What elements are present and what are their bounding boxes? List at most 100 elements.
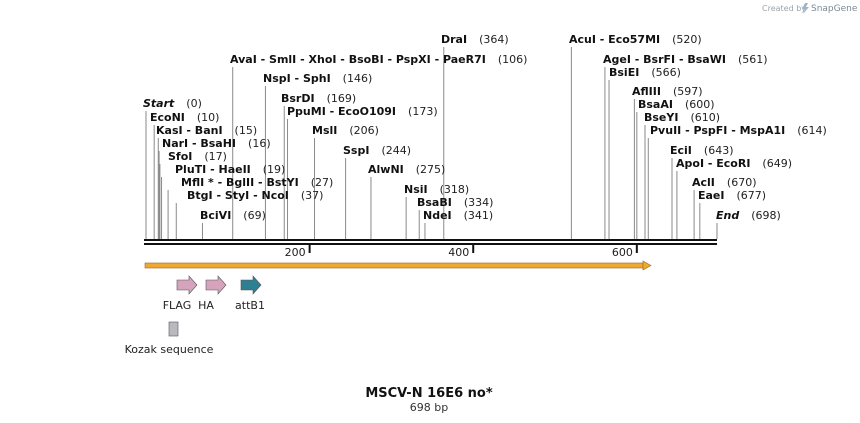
cut-site-position: (318)	[440, 183, 470, 196]
feature-flag[interactable]: FLAG	[163, 275, 198, 312]
map-length: 698 bp	[410, 401, 448, 414]
map-title: MSCV-N 16E6 no*	[365, 386, 492, 401]
cut-site-name: End	[716, 209, 739, 222]
feature-kozak-sequence[interactable]: Kozak sequence	[125, 321, 214, 356]
cut-site-position: (173)	[408, 105, 438, 118]
cut-site[interactable]: MslI (206)	[312, 124, 379, 137]
feature-arrow-icon	[205, 275, 227, 295]
cut-site[interactable]: KasI - BanI (15)	[156, 124, 257, 137]
cut-site-name: AflIII	[632, 85, 661, 98]
feature-arrow-icon	[176, 275, 198, 295]
credit: Created by SnapGene	[762, 3, 858, 14]
cut-site[interactable]: NspI - SphI (146)	[263, 72, 372, 85]
cut-site-name: EciI	[670, 144, 692, 157]
cut-site-position: (146)	[343, 72, 373, 85]
cut-site-position: (16)	[248, 137, 271, 150]
cut-site-position: (10)	[197, 111, 220, 124]
cut-site-name: BsaBI	[417, 196, 452, 209]
cut-site[interactable]: AgeI - BsrFI - BsaWI(561)	[603, 53, 768, 66]
feature-label: attB1	[235, 299, 265, 312]
cut-site[interactable]: BciVI (69)	[200, 209, 266, 222]
cut-site[interactable]: BsrDI (169)	[281, 92, 356, 105]
cut-site-position: (334)	[464, 196, 494, 209]
cut-site-position: (37)	[301, 189, 324, 202]
cut-site[interactable]: PpuMI - EcoO109I(173)	[287, 105, 438, 118]
cut-site-position: (677)	[737, 189, 767, 202]
orf-arrowhead	[642, 260, 652, 271]
cut-site-name: PvuII - PspFI - MspA1I	[650, 124, 785, 137]
cut-site-position: (561)	[738, 53, 768, 66]
cut-site-position: (610)	[690, 111, 720, 124]
cut-site-position: (698)	[751, 209, 781, 222]
cut-site-position: (597)	[673, 85, 703, 98]
cut-site[interactable]: BtgI - StyI - NcoI (37)	[187, 189, 323, 202]
orf-arrow	[144, 260, 652, 271]
cut-site-name: BseYI	[644, 111, 678, 124]
cut-site-name: DraI	[441, 33, 467, 46]
cut-site-name: BtgI - StyI - NcoI	[187, 189, 289, 202]
cut-site[interactable]: AclI (670)	[692, 176, 757, 189]
backbone-top-strand	[144, 239, 717, 241]
cut-site-name: BsrDI	[281, 92, 315, 105]
cut-site-name: AcuI - Eco57MI	[569, 33, 660, 46]
feature-arrow-icon	[240, 275, 262, 295]
cut-site[interactable]: EciI(643)	[670, 144, 734, 157]
cut-site[interactable]: SspI(244)	[343, 144, 411, 157]
cut-site-name: NspI - SphI	[263, 72, 331, 85]
backbone-bottom-strand	[144, 243, 717, 245]
cut-site-name: KasI - BanI	[156, 124, 223, 137]
cut-site[interactable]: AlwNI (275)	[368, 163, 445, 176]
feature-label: FLAG	[163, 299, 192, 312]
cut-site-name: AlwNI	[368, 163, 404, 176]
cut-site[interactable]: End (698)	[716, 209, 781, 222]
cut-site-position: (670)	[727, 176, 757, 189]
cut-site[interactable]: BsiEI(566)	[609, 66, 681, 79]
cut-site[interactable]: NsiI (318)	[404, 183, 469, 196]
cut-site-position: (275)	[416, 163, 446, 176]
cut-site-name: NdeI	[423, 209, 452, 222]
cut-site[interactable]: PluTI - HaeII(19)	[175, 163, 285, 176]
cut-site-leaders	[145, 47, 718, 239]
cut-site[interactable]: AflIII (597)	[632, 85, 703, 98]
orf-bar	[144, 262, 644, 269]
cut-site-position: (69)	[243, 209, 266, 222]
cut-site[interactable]: AvaI - SmlI - XhoI - BsoBI - PspXI - Pae…	[230, 53, 527, 66]
cut-site[interactable]: DraI(364)	[441, 33, 509, 46]
cut-site[interactable]: EaeI(677)	[698, 189, 766, 202]
cut-site[interactable]: BseYI (610)	[644, 111, 720, 124]
cut-site-name: Start	[143, 97, 175, 110]
cut-site-name: MslI	[312, 124, 337, 137]
cut-site-name: MflI * - BglII - BstYI	[181, 176, 299, 189]
cut-site[interactable]: NdeI(341)	[423, 209, 493, 222]
cut-site-name: NsiI	[404, 183, 428, 196]
feature-label: Kozak sequence	[125, 343, 214, 356]
cut-site-position: (169)	[327, 92, 357, 105]
cut-site[interactable]: EcoNI(10)	[150, 111, 219, 124]
cut-site[interactable]: NarI - BsaHI (16)	[162, 137, 271, 150]
feature-ha[interactable]: HA	[198, 275, 227, 312]
feature-box-icon	[168, 321, 179, 337]
cut-site[interactable]: BsaBI (334)	[417, 196, 493, 209]
cut-site-name: BsiEI	[609, 66, 639, 79]
cut-site-name: BciVI	[200, 209, 231, 222]
cut-site[interactable]: SfoI(17)	[168, 150, 227, 163]
cut-site[interactable]: BsaAI(600)	[638, 98, 715, 111]
cut-site-name: NarI - BsaHI	[162, 137, 236, 150]
cut-site-position: (206)	[349, 124, 379, 137]
ruler-tick	[635, 245, 638, 253]
cut-site[interactable]: AcuI - Eco57MI(520)	[569, 33, 702, 46]
cut-site-name: AclI	[692, 176, 715, 189]
cut-site[interactable]: MflI * - BglII - BstYI(27)	[181, 176, 333, 189]
cut-site[interactable]: Start(0)	[143, 97, 202, 110]
cut-site-name: AvaI - SmlI - XhoI - BsoBI - PspXI - Pae…	[230, 53, 486, 66]
ruler-tick	[308, 245, 311, 253]
ruler-tick-label: 400	[448, 246, 469, 259]
cut-site[interactable]: ApoI - EcoRI(649)	[676, 157, 792, 170]
cut-site-position: (106)	[498, 53, 528, 66]
cut-site[interactable]: PvuII - PspFI - MspA1I(614)	[650, 124, 827, 137]
cut-site-position: (15)	[235, 124, 258, 137]
feature-attb1[interactable]: attB1	[235, 275, 265, 312]
